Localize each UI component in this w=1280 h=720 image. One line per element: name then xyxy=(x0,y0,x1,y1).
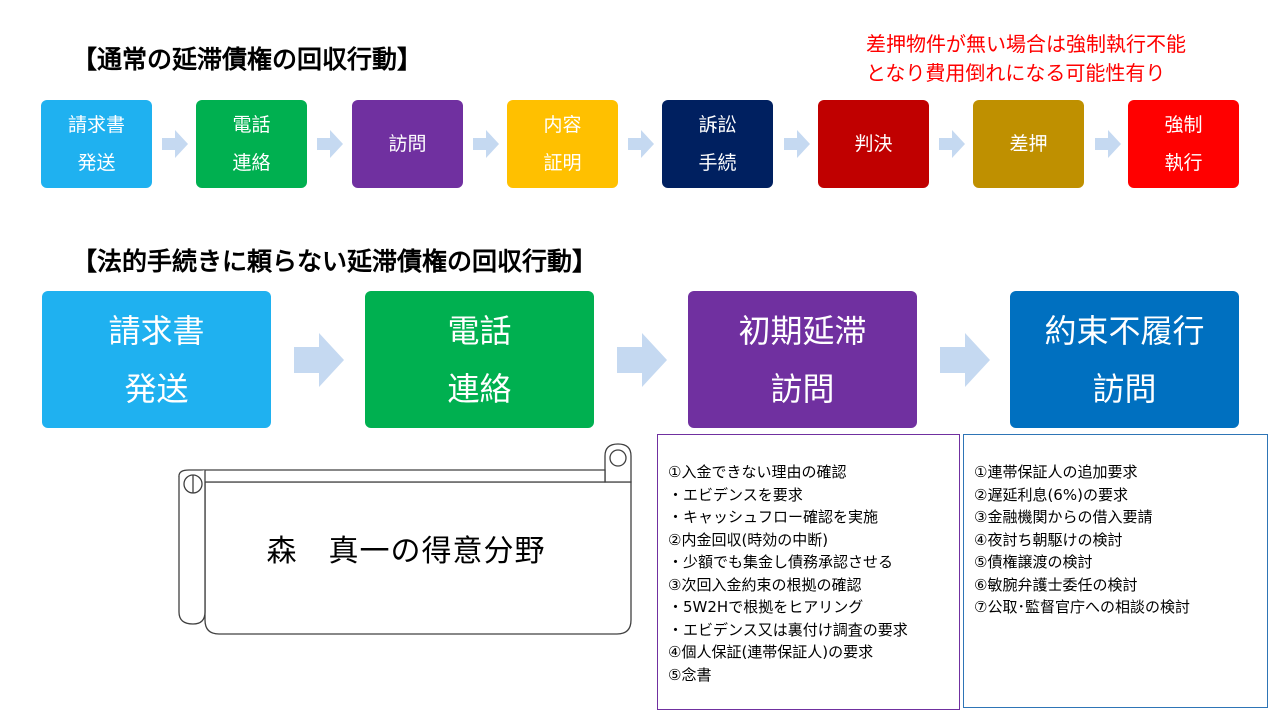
legal-free-step-broken-promise-visit: 約束不履行 訪問 xyxy=(1010,291,1239,428)
legal-free-step-label: 電話 xyxy=(447,311,512,350)
normal-step-label: 証明 xyxy=(543,152,582,174)
normal-step-seizure: 差押 xyxy=(973,100,1084,188)
legal-free-step-label: 連絡 xyxy=(447,369,512,408)
flow-arrow-icon xyxy=(294,333,344,387)
normal-step-lawsuit: 訴訟 手続 xyxy=(662,100,773,188)
flow-arrow-icon xyxy=(473,130,499,158)
legal-free-step-early-visit: 初期延滞 訪問 xyxy=(688,291,917,428)
list-item: ・5W2Hで根拠をヒアリング xyxy=(668,598,864,616)
normal-step-phone: 電話 連絡 xyxy=(196,100,307,188)
list-item: ⑥敏腕弁護士委任の検討 xyxy=(974,575,1138,594)
list-item: ④夜討ち朝駆けの検討 xyxy=(974,530,1123,549)
legal-free-step-label: 発送 xyxy=(124,369,189,408)
normal-step-visit: 訪問 xyxy=(352,100,463,188)
legal-free-step-invoice: 請求書 発送 xyxy=(42,291,271,428)
normal-step-label: 執行 xyxy=(1164,152,1203,174)
warning-note-line-2: となり費用倒れになる可能性有り xyxy=(866,61,1166,85)
legal-free-step-label: 訪問 xyxy=(1092,369,1157,408)
normal-step-label: 判決 xyxy=(854,133,893,155)
scroll-banner-icon xyxy=(178,443,632,635)
normal-step-label: 請求書 xyxy=(67,114,125,136)
normal-step-certified-mail: 内容 証明 xyxy=(507,100,618,188)
list-item: ①入金できない理由の確認 xyxy=(668,463,847,481)
flow-arrow-icon xyxy=(939,130,965,158)
warning-note: 差押物件が無い場合は強制執行不能 となり費用倒れになる可能性有り xyxy=(866,30,1186,88)
legal-free-step-phone: 電話 連絡 xyxy=(365,291,594,428)
broken-promise-list: ①連帯保証人の追加要求 ②遅延利息(6%)の要求 ③金融機関からの借入要請 ④夜… xyxy=(963,434,1268,708)
warning-note-line-1: 差押物件が無い場合は強制執行不能 xyxy=(866,32,1186,56)
list-item: ⑤念書 xyxy=(668,665,712,684)
legal-free-step-label: 訪問 xyxy=(770,369,835,408)
flow-arrow-icon xyxy=(940,333,990,387)
legal-free-step-label: 約束不履行 xyxy=(1044,311,1205,350)
flow-arrow-icon xyxy=(617,333,667,387)
normal-step-label: 強制 xyxy=(1164,114,1203,136)
normal-step-invoice: 請求書 発送 xyxy=(41,100,152,188)
normal-step-label: 訪問 xyxy=(388,133,427,155)
list-item: ③金融機関からの借入要請 xyxy=(974,508,1153,526)
normal-step-label: 内容 xyxy=(543,114,582,136)
legal-free-step-label: 請求書 xyxy=(108,311,205,350)
normal-step-label: 電話 xyxy=(232,114,271,136)
flow-arrow-icon xyxy=(317,130,343,158)
normal-step-label: 発送 xyxy=(77,152,116,174)
flow-arrow-icon xyxy=(628,130,654,158)
list-item: ⑦公取･監督官庁への相談の検討 xyxy=(974,598,1190,616)
normal-step-label: 手続 xyxy=(698,152,737,174)
scroll-banner-label: 森 真一の得意分野 xyxy=(266,534,546,569)
legal-free-collection-heading: 【法的手続きに頼らない延滞債権の回収行動】 xyxy=(72,247,598,276)
normal-step-label: 差押 xyxy=(1009,133,1048,155)
normal-step-enforcement: 強制 執行 xyxy=(1128,100,1239,188)
normal-step-judgment: 判決 xyxy=(818,100,929,188)
flow-arrow-icon xyxy=(162,130,188,158)
list-item: ②内金回収(時効の中断) xyxy=(668,530,829,549)
early-visit-list: ①入金できない理由の確認 ・エビデンスを要求 ・キャッシュフロー確認を実施 ②内… xyxy=(657,434,960,710)
list-item: ⑤債権譲渡の検討 xyxy=(974,553,1093,571)
list-item: ④個人保証(連帯保証人)の要求 xyxy=(668,643,874,661)
list-item: ①連帯保証人の追加要求 xyxy=(974,463,1138,481)
legal-free-step-label: 初期延滞 xyxy=(738,311,867,350)
list-item: ②遅延利息(6%)の要求 xyxy=(974,485,1128,504)
flow-arrow-icon xyxy=(1095,130,1121,158)
list-item: ③次回入金約束の根拠の確認 xyxy=(668,575,862,594)
list-item: ・少額でも集金し債務承認させる xyxy=(668,553,894,571)
list-item: ・エビデンス又は裏付け調査の要求 xyxy=(668,620,908,639)
flow-arrow-icon xyxy=(784,130,810,158)
normal-collection-heading: 【通常の延滞債権の回収行動】 xyxy=(72,45,423,74)
list-item: ・エビデンスを要求 xyxy=(668,485,803,504)
list-item: ・キャッシュフロー確認を実施 xyxy=(668,508,879,526)
normal-step-label: 訴訟 xyxy=(698,114,737,136)
normal-step-label: 連絡 xyxy=(232,152,271,174)
